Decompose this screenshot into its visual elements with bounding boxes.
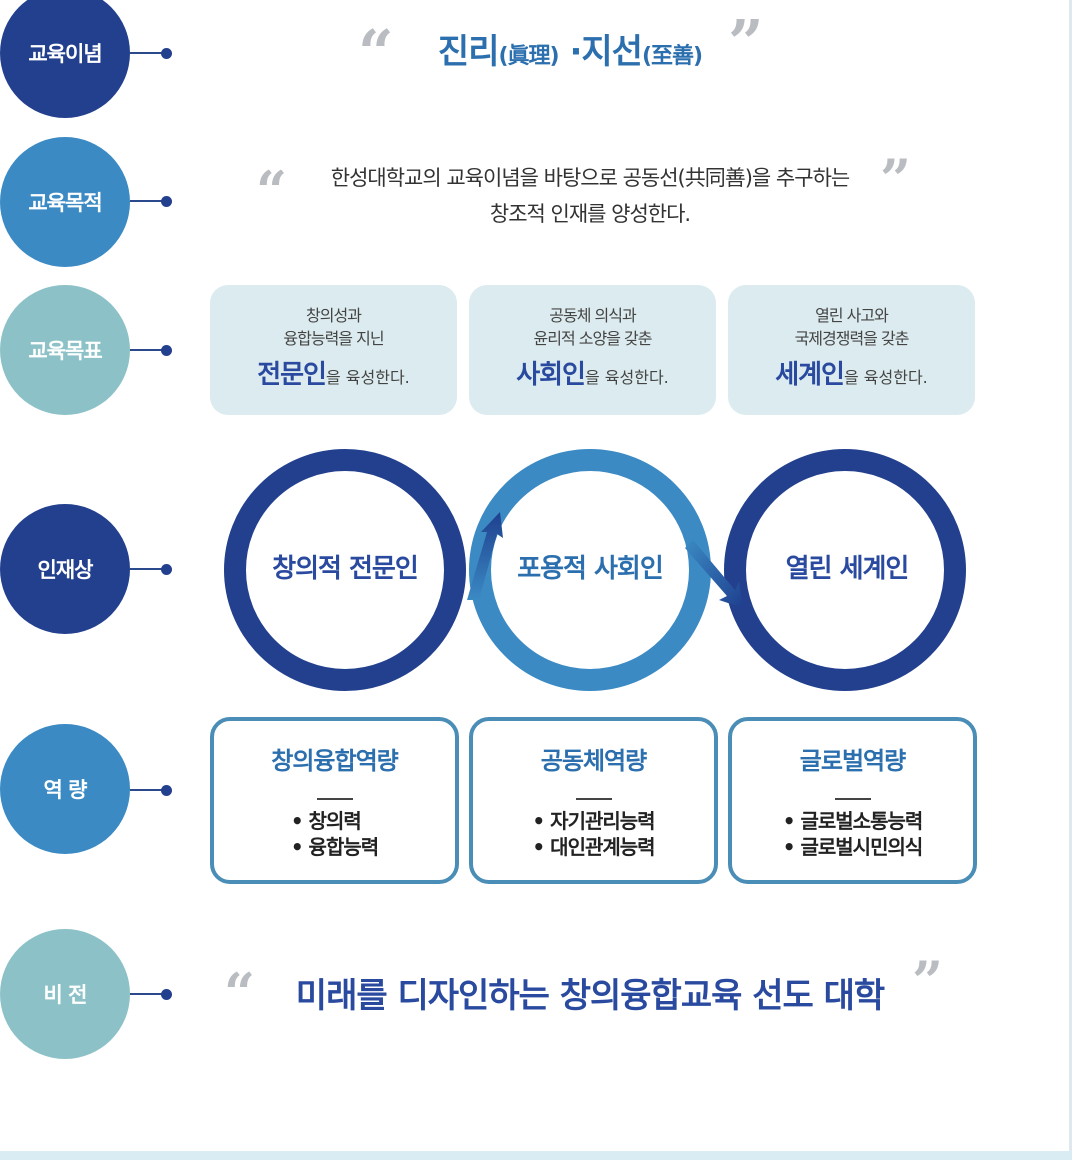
label-talent: 인재상	[0, 504, 130, 634]
talent-social: 포용적 사회인	[517, 554, 664, 584]
close-quote-icon: ”	[912, 949, 944, 1013]
competency-divider	[316, 798, 353, 800]
label-vision: 비 전	[0, 929, 130, 1059]
competency-item: • 글로벌소통능력	[782, 809, 924, 833]
competency-item: • 융합능력	[290, 835, 379, 859]
label-philosophy: 교육이념	[0, 0, 130, 118]
goal-main: 세계인을 육성한다.	[728, 354, 975, 391]
philosophy-truth-hanja: (眞理)	[498, 44, 559, 69]
connector-dot	[161, 196, 172, 207]
goal-emphasis: 세계인	[775, 360, 845, 390]
competency-item: • 글로벌시민의식	[782, 835, 924, 859]
goal-suffix: 을 육성한다.	[584, 368, 669, 387]
competency-title: 공동체역량	[540, 747, 647, 775]
goal-suffix: 을 육성한다.	[843, 368, 928, 387]
goal-main: 사회인을 육성한다.	[469, 354, 716, 391]
goal-line: 융합능력을 지닌	[283, 329, 384, 348]
competency-item: • 대인관계능력	[532, 835, 655, 859]
purpose-statement: 한성대학교의 교육이념을 바탕으로 공동선(共同善)을 추구하는 창조적 인재를…	[290, 160, 890, 232]
goal-card-social: 공동체 의식과 윤리적 소양을 갖춘 사회인을 육성한다.	[469, 285, 716, 415]
label-vision-text: 비 전	[43, 983, 88, 1007]
open-quote-icon: “	[224, 961, 256, 1025]
goal-line: 국제경쟁력을 갖춘	[794, 329, 910, 348]
connector-dot	[161, 564, 172, 575]
talent-professional: 창의적 전문인	[272, 554, 419, 584]
connector-line	[130, 52, 166, 54]
goal-emphasis: 전문인	[257, 360, 327, 390]
connector-dot	[161, 345, 172, 356]
label-purpose: 교육목적	[0, 137, 130, 267]
frame-edge	[1069, 0, 1072, 1160]
goal-card-professional: 창의성과 융합능력을 지닌 전문인을 육성한다.	[210, 285, 457, 415]
goal-suffix: 을 육성한다.	[325, 368, 410, 387]
goal-line: 공동체 의식과	[549, 306, 636, 325]
competency-divider	[575, 798, 612, 800]
connector-dot	[161, 48, 172, 59]
talent-global: 열린 세계인	[785, 554, 910, 584]
close-quote-icon: ”	[880, 147, 912, 211]
philosophy-truth: 진리	[437, 32, 500, 72]
competency-card-community: 공동체역량 • 자기관리능력 • 대인관계능력	[469, 717, 718, 884]
purpose-line-1: 한성대학교의 교육이념을 바탕으로 공동선(共同善)을 추구하는	[330, 166, 850, 190]
flow-arrow-up-icon	[467, 512, 503, 600]
philosophy-goodness-hanja: (至善)	[641, 44, 703, 69]
goal-main: 전문인을 육성한다.	[210, 354, 457, 391]
open-quote-icon: “	[358, 16, 394, 89]
vision-statement: 미래를 디자인하는 창의융합교육 선도 대학	[295, 976, 885, 1016]
connector-line	[130, 568, 166, 570]
talent-rings	[224, 449, 966, 691]
goal-line: 열린 사고와	[815, 306, 889, 325]
competency-item: • 창의력	[290, 809, 362, 833]
philosophy-goodness: 지선	[581, 32, 643, 72]
competency-card-creative: 창의융합역량 • 창의력 • 융합능력	[210, 717, 459, 884]
connector-line	[130, 789, 166, 791]
label-goals: 교육목표	[0, 285, 130, 415]
connector-line	[130, 349, 166, 351]
label-purpose-text: 교육목적	[28, 191, 102, 215]
philosophy-statement: 진리(眞理) ·지선(至善)	[400, 24, 740, 73]
competency-divider	[834, 798, 871, 800]
purpose-line-2: 창조적 인재를 양성한다.	[489, 202, 691, 226]
competency-item: • 자기관리능력	[532, 809, 655, 833]
competency-items: • 창의력 • 융합능력	[290, 808, 379, 860]
label-talent-text: 인재상	[37, 558, 94, 582]
connector-dot	[161, 989, 172, 1000]
connector-dot	[161, 785, 172, 796]
competency-items: • 글로벌소통능력 • 글로벌시민의식	[782, 808, 924, 860]
goal-card-global: 열린 사고와 국제경쟁력을 갖춘 세계인을 육성한다.	[728, 285, 975, 415]
goal-emphasis: 사회인	[516, 360, 586, 390]
label-philosophy-text: 교육이념	[28, 42, 102, 66]
philosophy-separator: ·	[569, 32, 582, 72]
flow-arrow-down-icon	[685, 540, 743, 608]
open-quote-icon: “	[256, 159, 288, 223]
ring-global	[724, 449, 966, 691]
competency-items: • 자기관리능력 • 대인관계능력	[532, 808, 655, 860]
close-quote-icon: ”	[728, 6, 764, 79]
competency-card-global: 글로벌역량 • 글로벌소통능력 • 글로벌시민의식	[728, 717, 977, 884]
goal-line: 윤리적 소양을 갖춘	[533, 329, 653, 348]
bottom-strip	[0, 1151, 1072, 1160]
ring-professional	[224, 449, 466, 691]
goal-line: 창의성과	[306, 306, 362, 325]
competency-title: 창의융합역량	[271, 747, 398, 775]
connector-line	[130, 993, 166, 995]
label-competency-text: 역 량	[43, 778, 88, 802]
connector-line	[130, 200, 166, 202]
label-goals-text: 교육목표	[28, 339, 102, 363]
label-competency: 역 량	[0, 724, 130, 854]
competency-title: 글로벌역량	[799, 747, 906, 775]
